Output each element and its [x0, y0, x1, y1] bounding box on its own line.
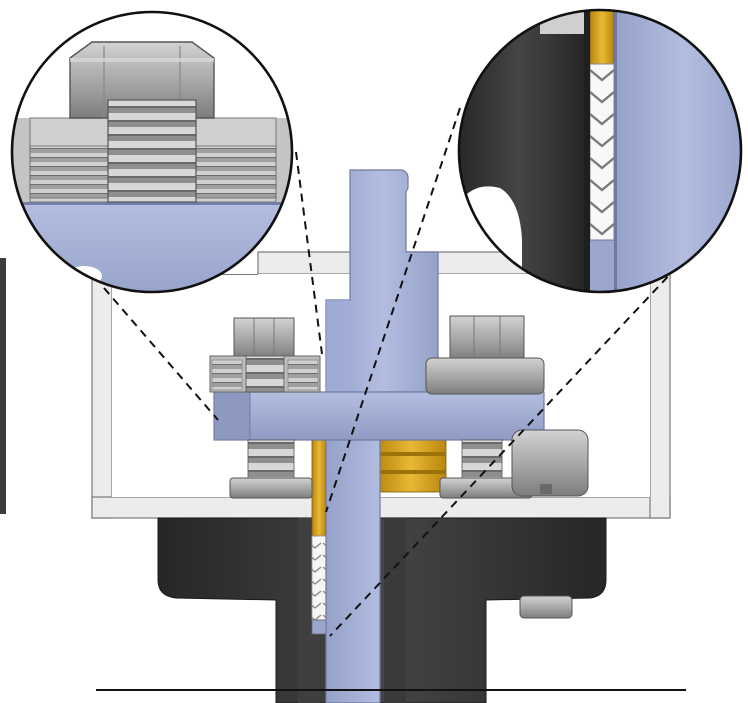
valve-stem — [325, 169, 439, 703]
packing-rings — [311, 535, 327, 621]
detail-leader-lines — [103, 107, 707, 637]
main-section-view — [0, 169, 686, 703]
hex-nut — [449, 315, 525, 361]
housing-edge-fragment — [0, 258, 6, 514]
yoke-plate-end — [213, 391, 251, 441]
yoke-plate — [213, 391, 545, 441]
chevron-packing-rings — [589, 63, 615, 241]
zoom-circle-outline — [10, 10, 294, 294]
zoom-circle-outline — [457, 8, 743, 294]
side-boss — [511, 429, 589, 497]
zoom-detail-bolt-spring-washers — [10, 10, 294, 294]
zoom-detail-shaft-packing-seal — [457, 8, 743, 294]
valve-housing — [157, 517, 607, 703]
packing-bottom-ring — [311, 619, 327, 635]
coil-spring-washer-stack — [245, 355, 285, 393]
hex-nut — [233, 317, 295, 359]
left-washer-stack — [29, 145, 109, 199]
brass-gland — [311, 439, 447, 537]
right-washer-stack — [195, 145, 277, 199]
left-bolt-assembly — [209, 317, 321, 499]
coil-spring-washer-stack — [107, 99, 197, 203]
